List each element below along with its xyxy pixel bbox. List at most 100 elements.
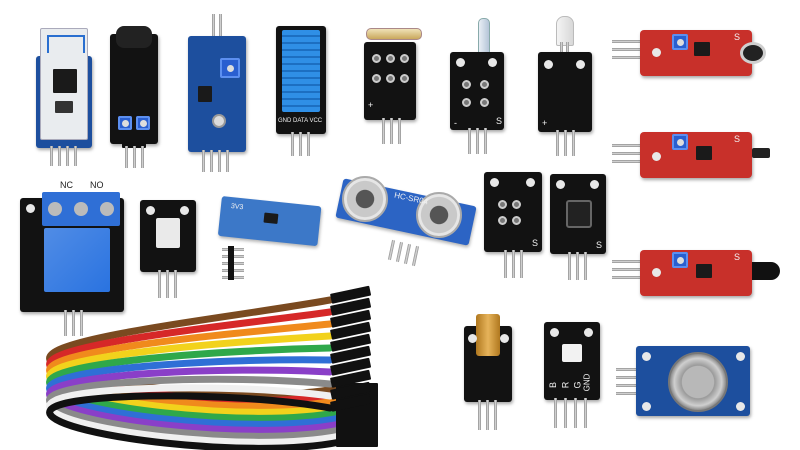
header-pin (174, 270, 177, 298)
led-leg (560, 42, 563, 60)
header-pin (494, 400, 497, 430)
reed-switch-module: + (358, 24, 428, 146)
header-pin (564, 130, 567, 156)
dht-sensor-housing (282, 30, 320, 112)
pad (512, 200, 521, 209)
dupont-connector (330, 297, 372, 316)
header-pin (50, 146, 53, 166)
screw-icon (74, 202, 88, 216)
mount-hole (556, 180, 565, 189)
header-pin (612, 260, 642, 263)
led-module: + (534, 14, 596, 156)
relay-no-label: NO (90, 180, 104, 190)
header-pin (133, 146, 136, 168)
header-pin (390, 118, 393, 144)
reed-glass (366, 28, 422, 40)
dupont-connector (330, 285, 372, 304)
mount-hole (456, 58, 465, 67)
pad (462, 98, 471, 107)
screw-icon (100, 202, 114, 216)
mount-hole (736, 352, 745, 361)
mount-hole (652, 268, 661, 277)
mount-hole (500, 334, 509, 343)
s-label: S (532, 238, 539, 248)
header-strip-plastic (228, 246, 234, 280)
header-pin (564, 398, 567, 428)
header-pin (468, 128, 471, 154)
led-dome (556, 16, 574, 46)
ir-receiver (566, 200, 592, 228)
dupont-connector (330, 333, 372, 352)
header-pin (556, 130, 559, 156)
led-leg (566, 42, 569, 60)
mount-hole (26, 204, 35, 213)
gas-sensor-module (616, 346, 752, 418)
hall-sensor-module: S (612, 130, 772, 180)
header-pin (212, 14, 215, 36)
small-switch-module (140, 200, 196, 302)
ultrasonic-transducer (342, 176, 388, 222)
header-pin (616, 392, 638, 395)
pad (386, 54, 395, 63)
hall-sensor-head (752, 148, 770, 158)
ultrasonic-transducer (416, 192, 462, 238)
s-label: S (496, 116, 503, 126)
mount-hole (544, 60, 553, 69)
lux-sensor-module: 3V3 (217, 196, 324, 286)
pad (372, 74, 381, 83)
header-pin (584, 252, 587, 280)
s-label: S (734, 32, 741, 42)
header-pin (574, 398, 577, 428)
tilt-switch-module: - S (446, 16, 508, 156)
plus-label: + (542, 118, 548, 128)
mount-hole (736, 402, 745, 411)
pad (462, 80, 471, 89)
header-pin (612, 144, 642, 147)
header-pin (478, 400, 481, 430)
header-pin (72, 310, 75, 336)
ir-pot (118, 116, 132, 130)
header-pin (584, 398, 587, 428)
header-pin (226, 150, 229, 172)
header-pin (520, 250, 523, 278)
header-pin (512, 250, 515, 278)
mount-hole (652, 152, 661, 161)
header-pin (554, 398, 557, 428)
pad (372, 54, 381, 63)
dht-pin-labels: GND DATA VCC (278, 118, 323, 124)
bluetooth-flash-chip (55, 101, 73, 113)
mount-hole (550, 328, 559, 337)
mount-hole (490, 178, 499, 187)
mount-hole (180, 206, 189, 215)
header-pin (612, 48, 642, 51)
dupont-connector (330, 309, 372, 328)
pad (400, 54, 409, 63)
laser-module (460, 312, 516, 436)
s-label: S (734, 134, 741, 144)
jumper-wire (46, 392, 344, 450)
mount-hole (146, 206, 155, 215)
ir-obstacle-sensor (108, 24, 160, 174)
dht11-temperature-humidity-sensor: GND DATA VCC (276, 26, 326, 158)
antenna-trace (47, 35, 85, 53)
header-pin (218, 150, 221, 172)
header-pin (486, 400, 489, 430)
header-pin (382, 118, 385, 144)
pad (498, 200, 507, 209)
mount-hole (584, 328, 593, 337)
dupont-connector (330, 357, 372, 376)
header-pin (141, 146, 144, 168)
hall-pot (672, 134, 688, 150)
s-label: S (734, 252, 741, 262)
relay-module: NC NO (20, 180, 124, 342)
switch-body (156, 218, 180, 248)
screw-icon (48, 202, 62, 216)
header-pin (210, 150, 213, 172)
mount-hole (642, 402, 651, 411)
pad (512, 216, 521, 225)
s-label: S (596, 240, 603, 250)
flame-chip (696, 264, 712, 278)
header-pin (576, 252, 579, 280)
mount-hole (590, 180, 599, 189)
